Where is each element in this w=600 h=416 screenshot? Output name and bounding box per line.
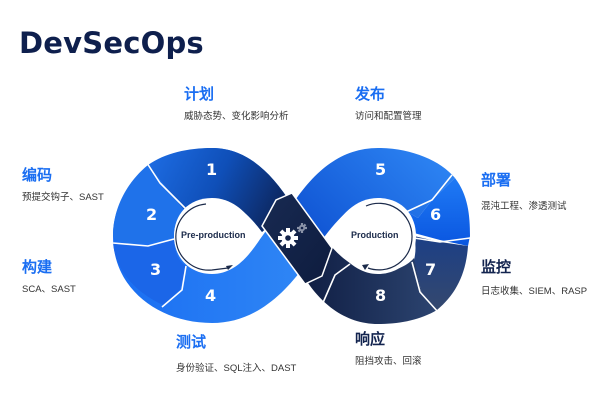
segment-3 [113,240,186,305]
left-lobe [112,148,305,323]
stage-build-desc: SCA、SAST [22,284,76,295]
stage-test-desc: 身份验证、SQL注入、DAST [176,363,297,374]
stage-code-title: 编码 [22,166,53,184]
stage-plan: 计划 威胁态势、变化影响分析 [184,85,289,123]
segment-7 [414,236,468,310]
segment-2 [113,165,184,245]
stage-release-title: 发布 [355,85,386,103]
stage-build: 构建 SCA、SAST [22,258,76,296]
production-hub [328,198,416,274]
stage-monitor-title: 监控 [481,258,512,276]
stage-deploy-desc: 混沌工程、渗透测试 [481,201,567,212]
segment-8 [300,245,437,324]
stage-test-title: 测试 [176,333,207,351]
stage-monitor-desc: 日志收集、SIEM、RASP [481,286,588,297]
stage-deploy: 部署 混沌工程、渗透测试 [481,171,567,213]
stage-build-title: 构建 [22,258,53,276]
stage-respond-desc: 阻挡攻击、回滚 [355,356,422,367]
stage-test: 测试 身份验证、SQL注入、DAST [176,333,296,375]
stage-release: 发布 访问和配置管理 [355,85,422,123]
pre-production-hub [174,198,262,274]
segment-6 [404,178,470,246]
stage-code: 编码 预提交钩子、SAST [22,166,104,204]
stage-plan-desc: 威胁态势、变化影响分析 [184,111,289,122]
stage-respond-title: 响应 [355,330,386,348]
stage-release-desc: 访问和配置管理 [355,111,422,122]
segment-1 [148,148,292,232]
stage-code-desc: 预提交钩子、SAST [22,192,104,203]
stage-deploy-title: 部署 [481,171,512,189]
right-lobe [292,148,471,324]
stage-monitor: 监控 日志收集、SIEM、RASP [481,258,587,298]
segment-5 [292,148,455,240]
stage-respond: 响应 阻挡攻击、回滚 [355,330,422,368]
gears-icon [278,223,307,248]
page-title: DevSecOps [19,26,204,60]
stage-plan-title: 计划 [184,85,215,103]
